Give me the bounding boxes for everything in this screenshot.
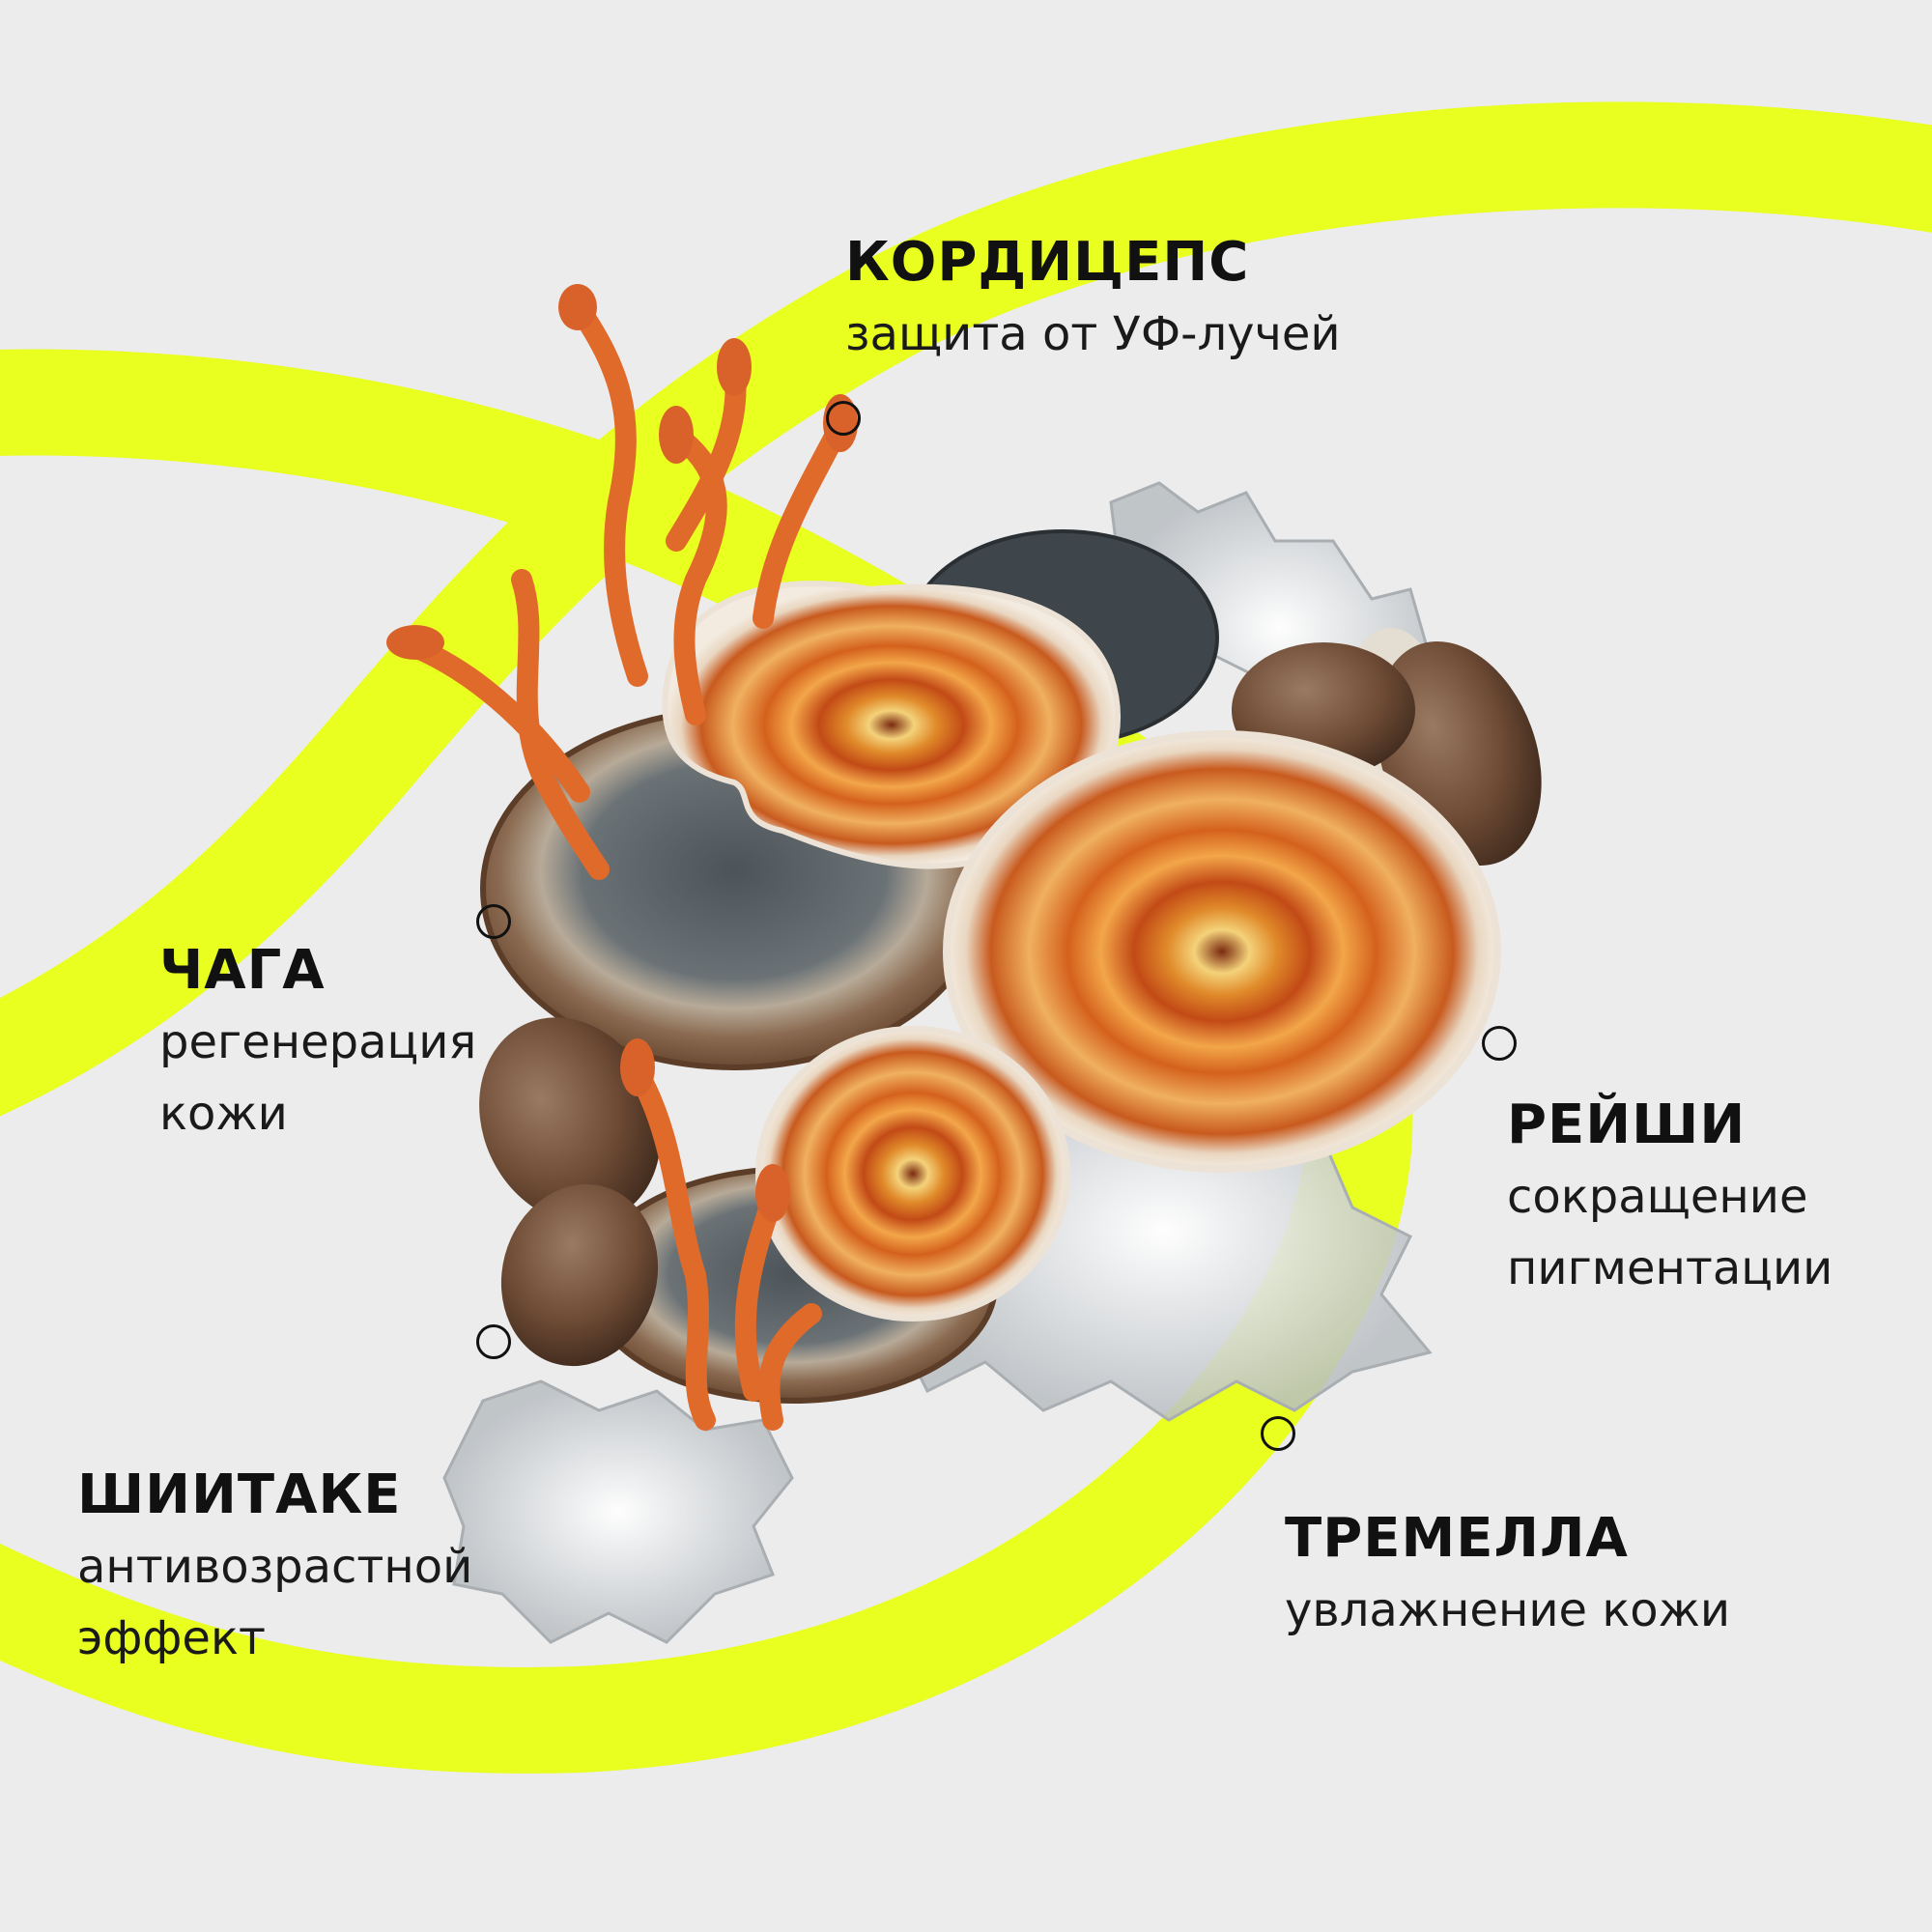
reishi-label: РЕЙШИ сокращение пигментации <box>1507 1090 1833 1304</box>
reishi-marker <box>1482 1026 1517 1061</box>
shiitake-benefit: антивозрастной эффект <box>77 1540 473 1665</box>
tremella-label: ТРЕМЕЛЛА увлажнение кожи <box>1285 1503 1730 1646</box>
tremella-benefit: увлажнение кожи <box>1285 1583 1731 1637</box>
shiitake-title: ШИИТАКЕ <box>77 1463 402 1526</box>
chaga-label: ЧАГА регенерация кожи <box>159 935 476 1150</box>
shiitake-marker <box>476 1324 511 1359</box>
cordyceps-title: КОРДИЦЕПС <box>845 231 1250 294</box>
cordyceps-benefit: защита от УФ-лучей <box>845 307 1341 361</box>
reishi-title: РЕЙШИ <box>1507 1094 1747 1156</box>
cordyceps-label: КОРДИЦЕПС защита от УФ-лучей <box>845 227 1341 370</box>
tremella-title: ТРЕМЕЛЛА <box>1285 1507 1629 1570</box>
cordyceps-marker <box>826 401 861 436</box>
chaga-title: ЧАГА <box>159 939 326 1002</box>
chaga-marker <box>476 904 511 939</box>
cordyceps-illustration <box>405 298 851 1431</box>
reishi-benefit: сокращение пигментации <box>1507 1170 1833 1295</box>
reishi-illustration <box>662 581 1501 1321</box>
tremella-marker <box>1261 1416 1295 1451</box>
chaga-benefit: регенерация кожи <box>159 1015 477 1141</box>
shiitake-label: ШИИТАКЕ антивозрастной эффект <box>77 1460 472 1674</box>
